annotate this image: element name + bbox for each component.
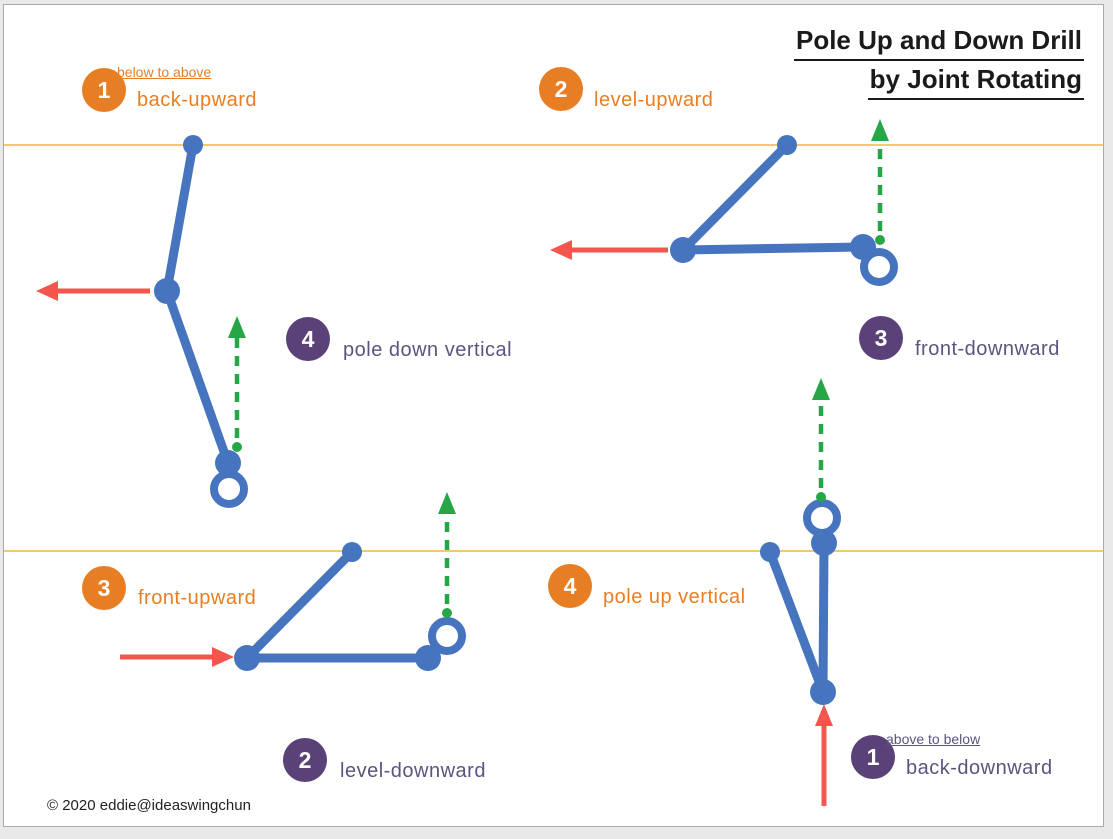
grip-ring [210,470,248,508]
step-number-badge: 3 [82,566,126,610]
green-arrow-origin-dot [875,235,885,245]
pole-tip-dot [183,135,203,155]
step-number-badge: 1 [82,68,126,112]
grip-ring [860,248,898,286]
pole-upper-segment [765,547,828,697]
pole-tip-dot [342,542,362,562]
step-number-badge: 2 [539,67,583,111]
grip-ring [428,617,466,655]
title-line-2: by Joint Rotating [867,61,1084,100]
grip-ring [803,499,841,537]
step-note: below to above [117,64,212,80]
green-arrow-up-head [228,316,246,338]
pole-upper-segment [242,547,357,663]
pole-figure-level-upward [550,119,898,286]
step-label: front-upward [138,587,257,609]
pole-butt-dot [415,645,441,671]
green-arrow-up-head [438,492,456,514]
pole-joint-dot [154,278,180,304]
copyright-text: © 2020 eddie@ideaswingchun [47,797,251,814]
pole-butt-dot [810,679,836,705]
step-number-badge: 4 [286,317,330,361]
step-number-badge: 3 [859,316,903,360]
pole-butt-dot [215,450,241,476]
pole-lower-segment [818,538,829,697]
step-label: level-downward [340,760,486,782]
step-label: pole down vertical [343,339,513,361]
pole-joint-dot [234,645,260,671]
pole-lower-segment [678,242,868,255]
green-arrow-up-head [871,119,889,141]
step-label: front-downward [915,338,1060,360]
step-label: back-upward [137,89,258,111]
step-label: level-upward [594,89,714,111]
red-arrow-right-head [212,647,234,667]
pole-joint-dot [670,237,696,263]
green-arrow-origin-dot [442,608,452,618]
green-arrow-origin-dot [232,442,242,452]
pole-figure-pole-up-vertical [760,378,841,806]
pole-joint-dot [811,530,837,556]
red-arrow-left-head [550,240,572,260]
pole-upper-segment [162,140,198,296]
pole-tip-dot [777,135,797,155]
step-number-badge: 1 [851,735,895,779]
step-label: back-downward [906,757,1053,779]
red-arrow-up-head [815,704,833,726]
pole-figure-front-upward [120,492,466,671]
green-arrow-origin-dot [816,492,826,502]
title-line-1: Pole Up and Down Drill [793,22,1084,61]
pole-figure-back-upward [36,135,248,508]
red-arrow-left-head [36,281,58,301]
pole-upper-segment [678,140,792,255]
page-title: Pole Up and Down Drill by Joint Rotating [793,22,1084,100]
pole-tip-dot [760,542,780,562]
step-number-badge: 4 [548,564,592,608]
pole-lower-segment [162,286,233,468]
step-label: pole up vertical [603,586,746,608]
step-note: above to below [886,731,981,747]
green-arrow-up-head [812,378,830,400]
step-number-badge: 2 [283,738,327,782]
